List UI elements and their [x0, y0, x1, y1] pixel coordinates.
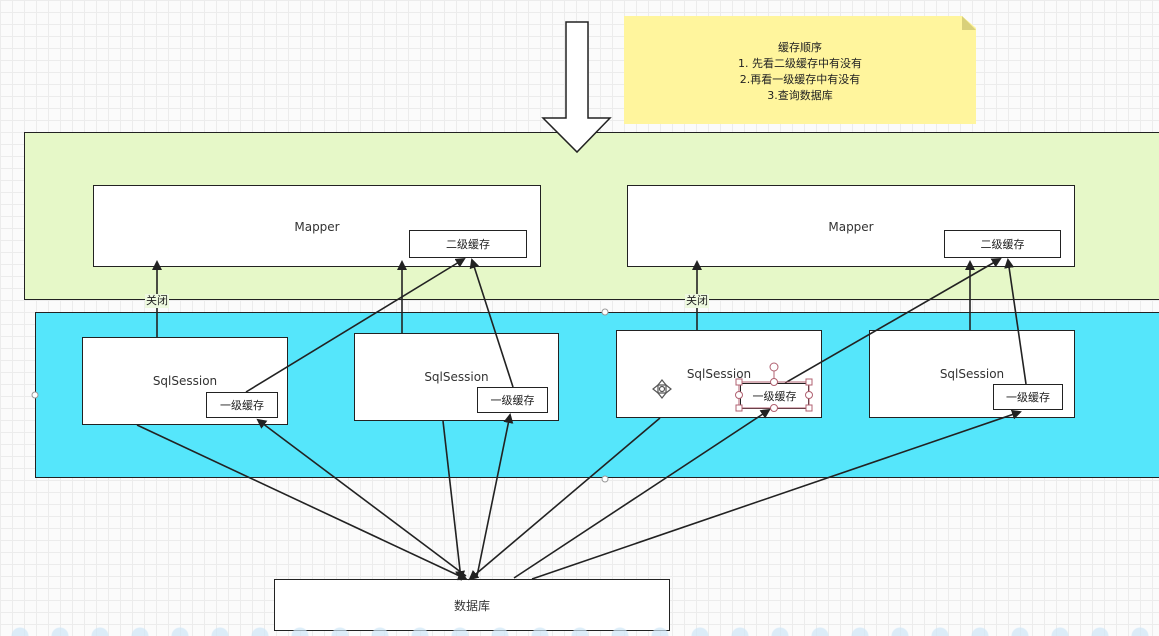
arrow-cache1-to-mapper1	[245, 257, 466, 393]
first-level-cache-4[interactable]: 一级缓存	[993, 384, 1063, 410]
sqlsession-label-3: SqlSession	[686, 367, 752, 381]
second-level-cache-1[interactable]: 二级缓存	[409, 230, 527, 258]
bottom-decoration	[0, 626, 1159, 636]
note-line-2: 2.再看一级缓存中有没有	[739, 73, 861, 86]
arrow-cache3-to-mapper2	[784, 258, 1002, 384]
sqlsession-label-2: SqlSession	[424, 370, 489, 384]
close-label-1: 关闭	[145, 294, 169, 308]
mapper-label-1: Mapper	[294, 220, 340, 234]
move-icon	[652, 379, 672, 399]
sqlsession-label-1: SqlSession	[152, 374, 218, 388]
mapper-label-2: Mapper	[828, 220, 874, 234]
arrow-db-to-cache1	[256, 418, 467, 577]
selection-handles	[735, 362, 813, 412]
sqlsession-label-4: SqlSession	[939, 367, 1005, 381]
first-level-cache-2[interactable]: 一级缓存	[477, 387, 548, 413]
arrow-db-to-cache3	[513, 408, 771, 579]
mapper-box-1[interactable]: Mapper	[93, 185, 541, 267]
arrow-db-to-cache2	[476, 413, 514, 577]
big-down-arrow-icon	[541, 21, 612, 154]
close-label-2: 关闭	[685, 294, 709, 308]
cache-order-note[interactable]: 缓存顺序 1. 先看二级缓存中有没有 2.再看一级缓存中有没有 3.查询数据库	[624, 16, 976, 124]
arrow-cache4-to-mapper2	[1004, 258, 1027, 385]
arrow-session1-to-db	[136, 424, 468, 581]
first-level-cache-1[interactable]: 一级缓存	[206, 392, 278, 418]
arrow-session3-to-db	[468, 417, 661, 581]
second-level-cache-2[interactable]: 二级缓存	[944, 230, 1061, 258]
database-box[interactable]: 数据库	[274, 579, 670, 631]
region-handles	[31, 308, 609, 483]
arrow-session2-to-db	[442, 420, 466, 581]
note-title: 缓存顺序	[778, 41, 822, 54]
note-line-3: 3.查询数据库	[767, 89, 833, 102]
arrow-db-to-cache4	[531, 409, 1022, 580]
note-line-1: 1. 先看二级缓存中有没有	[738, 57, 862, 70]
arrow-cache2-to-mapper1	[469, 258, 514, 388]
